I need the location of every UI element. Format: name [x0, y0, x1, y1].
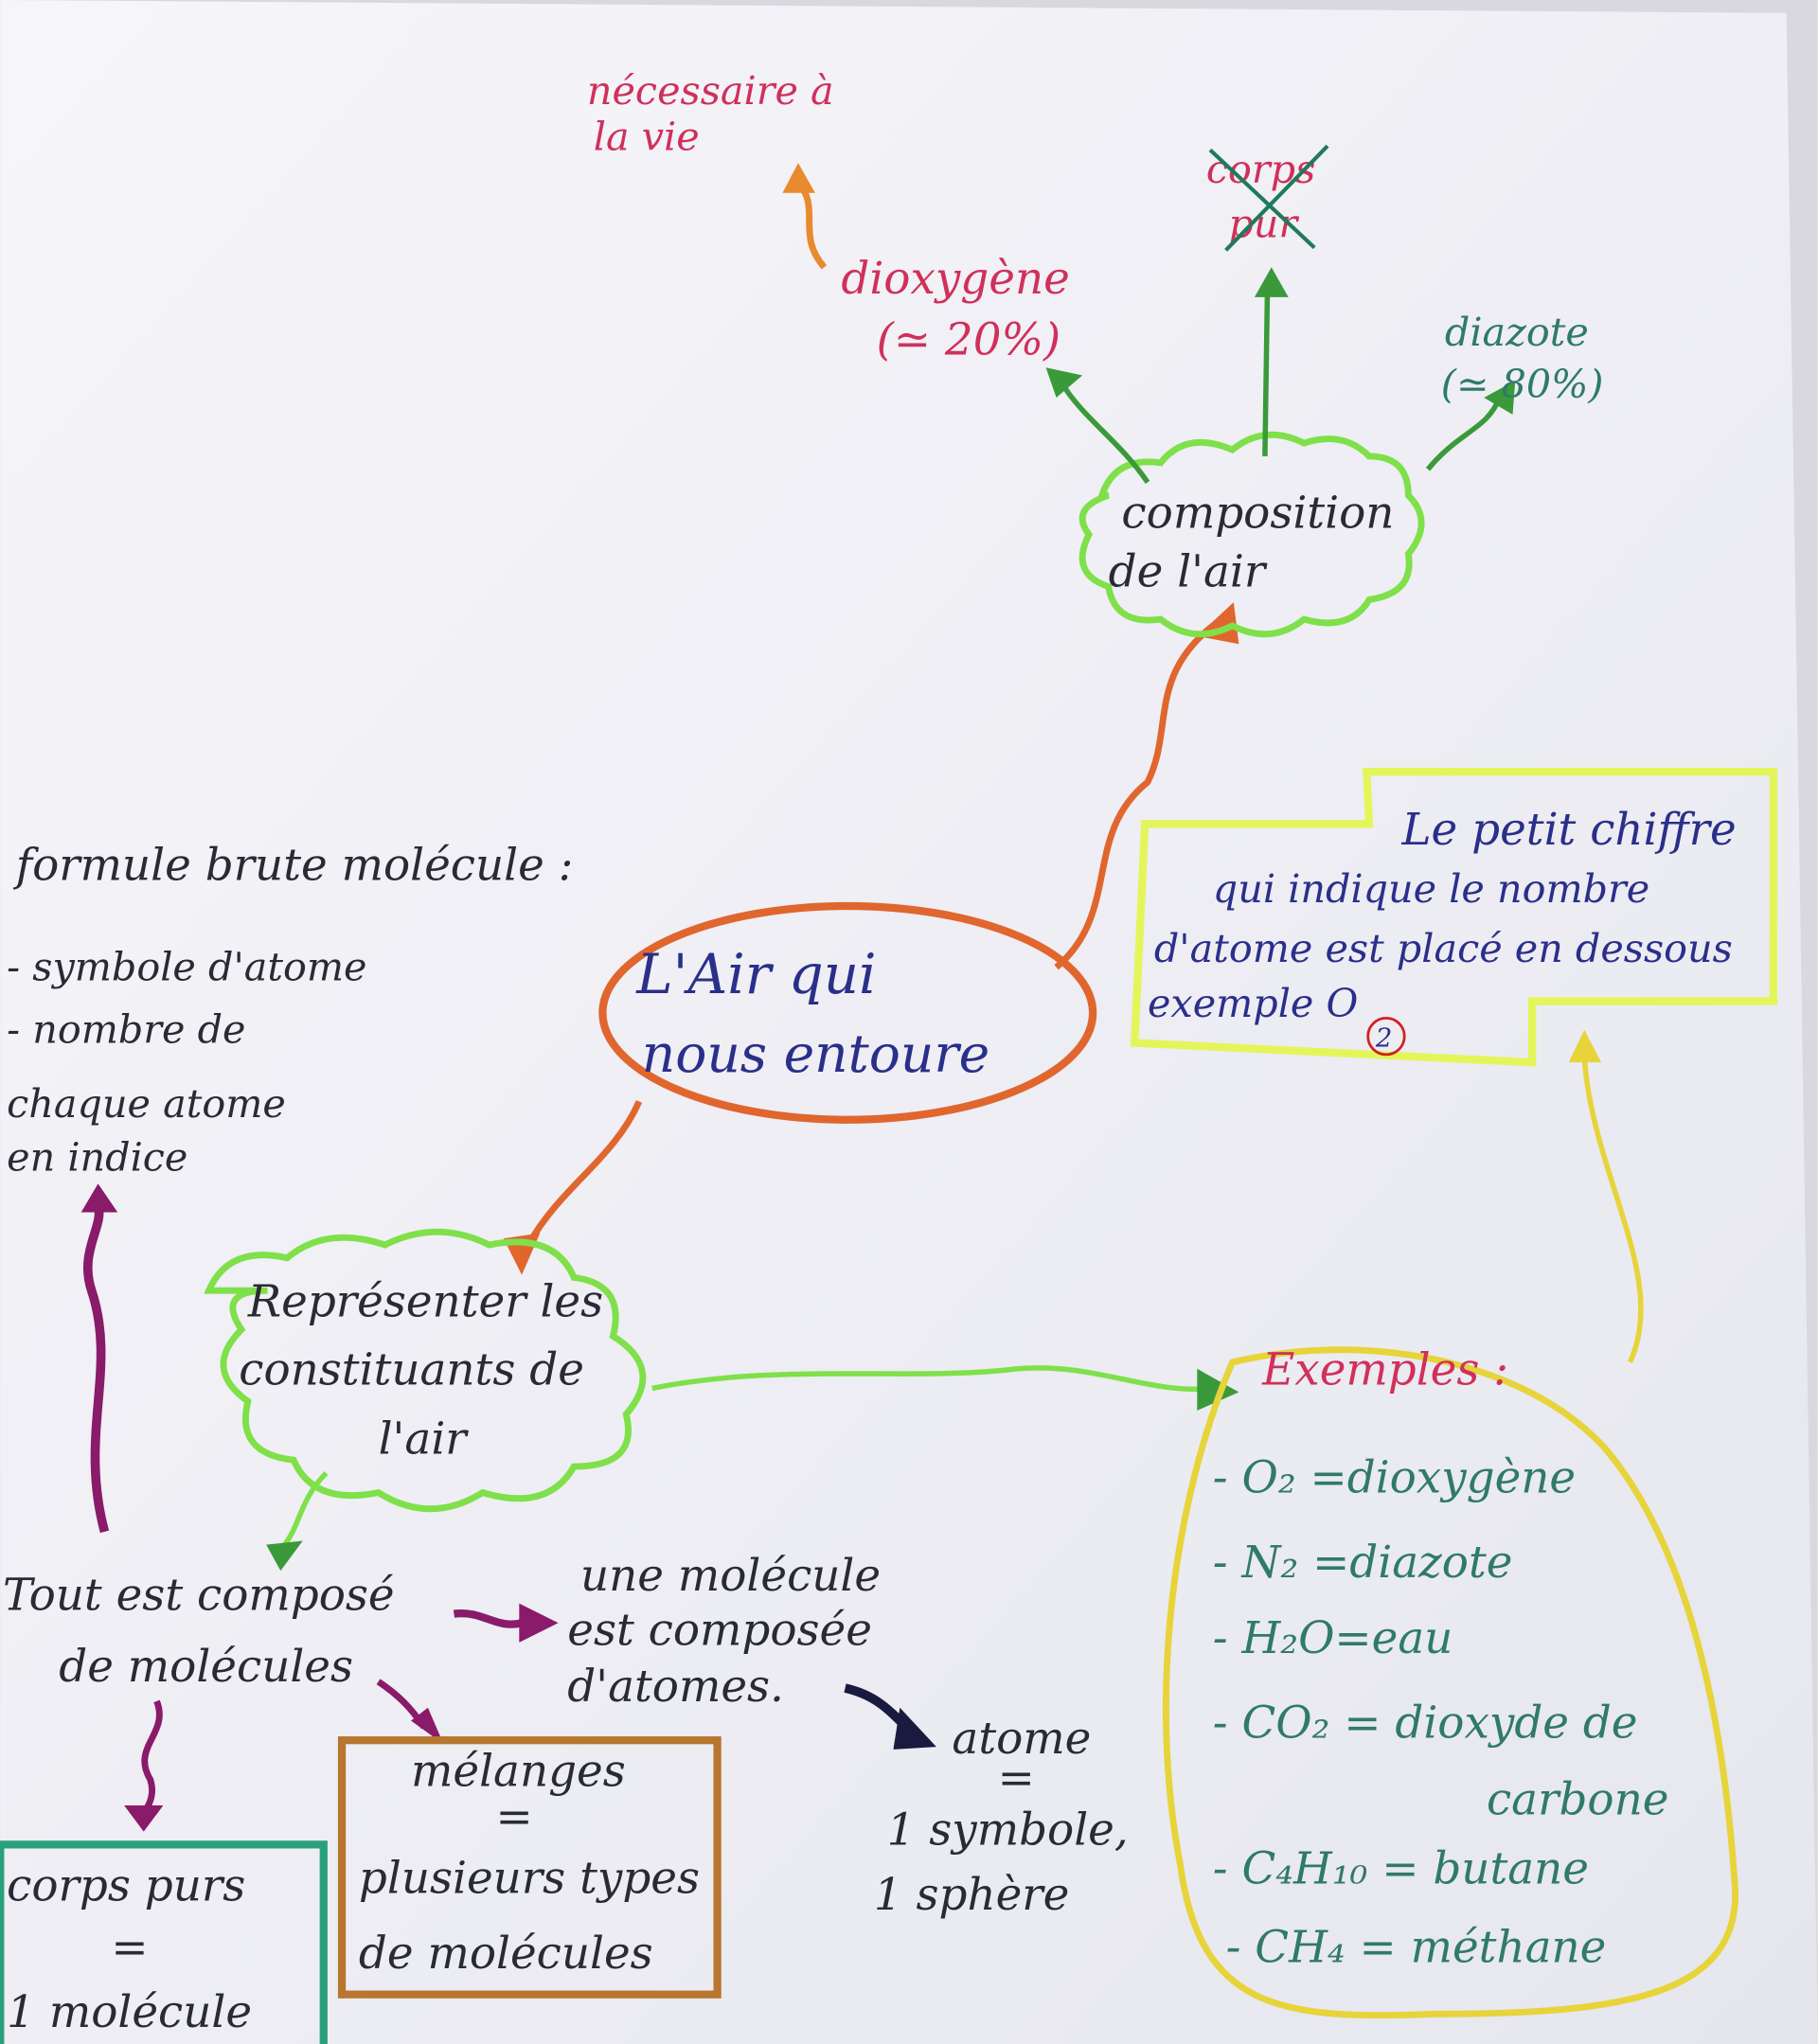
atom-line4: 1 sphère [874, 1870, 1070, 1921]
example-item: - N₂ =diazote [1213, 1537, 1513, 1589]
formula-item2a: - nombre de [7, 1007, 245, 1053]
formula-title: formule brute molécule : [13, 840, 574, 891]
arrowhead-icon [411, 1707, 444, 1745]
necessary-line1: nécessaire à [587, 68, 834, 114]
represent-node: Représenter les constituants de l'air [239, 1277, 603, 1466]
diazote-label: diazote [1445, 310, 1589, 355]
molecule-line2: est composée [567, 1606, 872, 1657]
note-line1: Le petit chiffre [1400, 805, 1736, 856]
central-line1: L'Air qui [635, 942, 876, 1006]
atom-line2: = [998, 1752, 1035, 1804]
arrow-to-examples [651, 1365, 1214, 1393]
arrowhead-icon [1254, 267, 1289, 297]
central-topic: L'Air qui nous entoure [635, 942, 989, 1084]
note-line4: exemple O [1148, 981, 1358, 1026]
dioxygen-percent: (≃ 20%) [877, 315, 1061, 366]
arrowhead-icon [1568, 1029, 1602, 1063]
subscript-circle [1366, 1016, 1406, 1057]
composition-cloud [1078, 431, 1425, 638]
arrowhead-icon [519, 1603, 559, 1643]
composition-line1: composition [1121, 489, 1394, 540]
arrow-to-diazote [1425, 396, 1503, 471]
arrow-to-pure-body [1262, 279, 1271, 456]
mix-line1: mélanges [411, 1746, 626, 1797]
molecule-line3: d'atomes. [567, 1662, 784, 1713]
mix-line4: de molécules [359, 1928, 653, 1980]
arrowhead-icon [80, 1183, 118, 1213]
represent-line3: l'air [379, 1413, 470, 1465]
pure-bodies-text: corps purs = 1 molécule [7, 1861, 252, 2039]
arrowhead-icon [1484, 381, 1516, 415]
composition-node: composition de l'air [1109, 489, 1395, 598]
molecule-line1: une molécule [580, 1551, 881, 1602]
diazote-percent: (≃ 80%) [1441, 362, 1604, 407]
cross-out-mark [1208, 144, 1329, 252]
atom-line1: atome [952, 1714, 1091, 1765]
formula-notes: formule brute molécule : - symbole d'ato… [7, 840, 573, 1180]
arrow-to-represent [525, 1100, 643, 1247]
represent-line1: Représenter les [247, 1277, 603, 1328]
represent-line2: constituants de [239, 1344, 584, 1395]
everything-line2: de molécules [59, 1642, 353, 1693]
pure-line1: corps purs [7, 1861, 245, 1912]
composition-line2: de l'air [1109, 547, 1268, 598]
arrow-to-note [1581, 1056, 1644, 1364]
molecules-section: Tout est composé de molécules une molécu… [3, 1551, 1129, 1921]
arrow-to-molecule [453, 1609, 524, 1628]
note-line3: d'atome est placé en dessous [1154, 926, 1733, 971]
represent-cloud [204, 1228, 647, 1513]
mixtures-text: mélanges = plusieurs types de molécules [359, 1746, 700, 1980]
atom-line3: 1 symbole, [887, 1804, 1129, 1856]
dioxygen-label: dioxygène [841, 254, 1069, 305]
mixtures-box [337, 1736, 722, 1999]
pure-line3: 1 molécule [7, 1987, 252, 2038]
central-ellipse [598, 901, 1097, 1124]
formula-item1: - symbole d'atome [7, 944, 366, 989]
arrow-to-formula [82, 1204, 110, 1534]
note-line2: qui indique le nombre [1213, 866, 1649, 912]
example-item: - H₂O=eau [1213, 1613, 1453, 1664]
example-item: - CH₄ = méthane [1226, 1922, 1607, 1973]
mix-line2: = [496, 1792, 533, 1843]
arrowhead-icon [782, 163, 815, 193]
pure-body-crossed-line1: corps [1206, 147, 1315, 192]
necessary-line2: la vie [594, 114, 700, 159]
arrowhead-icon [893, 1707, 936, 1750]
mix-line3: plusieurs types [359, 1853, 700, 1904]
example-item: carbone [1487, 1775, 1668, 1826]
example-item: - CO₂ = dioxyde de [1213, 1697, 1638, 1749]
formula-item2c: en indice [7, 1134, 187, 1180]
pure-bodies-box [0, 1840, 328, 2044]
examples-list: - O₂ =dioxygène - N₂ =diazote - H₂O=eau … [1213, 1453, 1669, 1974]
formula-item2b: chaque atome [7, 1081, 286, 1127]
arrow-to-dioxygen [1060, 382, 1150, 484]
arrowhead-icon [1045, 367, 1083, 398]
examples-bubble [1162, 1346, 1739, 2019]
arrow-to-everything [282, 1470, 329, 1547]
arrowhead-icon [124, 1805, 164, 1832]
note-text: Le petit chiffre qui indique le nombre d… [1148, 805, 1737, 1057]
arrow-to-composition [1054, 623, 1215, 970]
everything-line1: Tout est composé [3, 1570, 395, 1621]
examples-title: Exemples : [1261, 1344, 1508, 1395]
example-item: - C₄H₁₀ = butane [1213, 1844, 1589, 1895]
example-item: - O₂ =dioxygène [1213, 1453, 1576, 1504]
central-line2: nous entoure [642, 1023, 990, 1084]
pure-line2: = [111, 1922, 148, 1973]
note-box [1130, 768, 1778, 1067]
note-subscript: 2 [1375, 1023, 1393, 1054]
arrowhead-icon [266, 1540, 303, 1572]
